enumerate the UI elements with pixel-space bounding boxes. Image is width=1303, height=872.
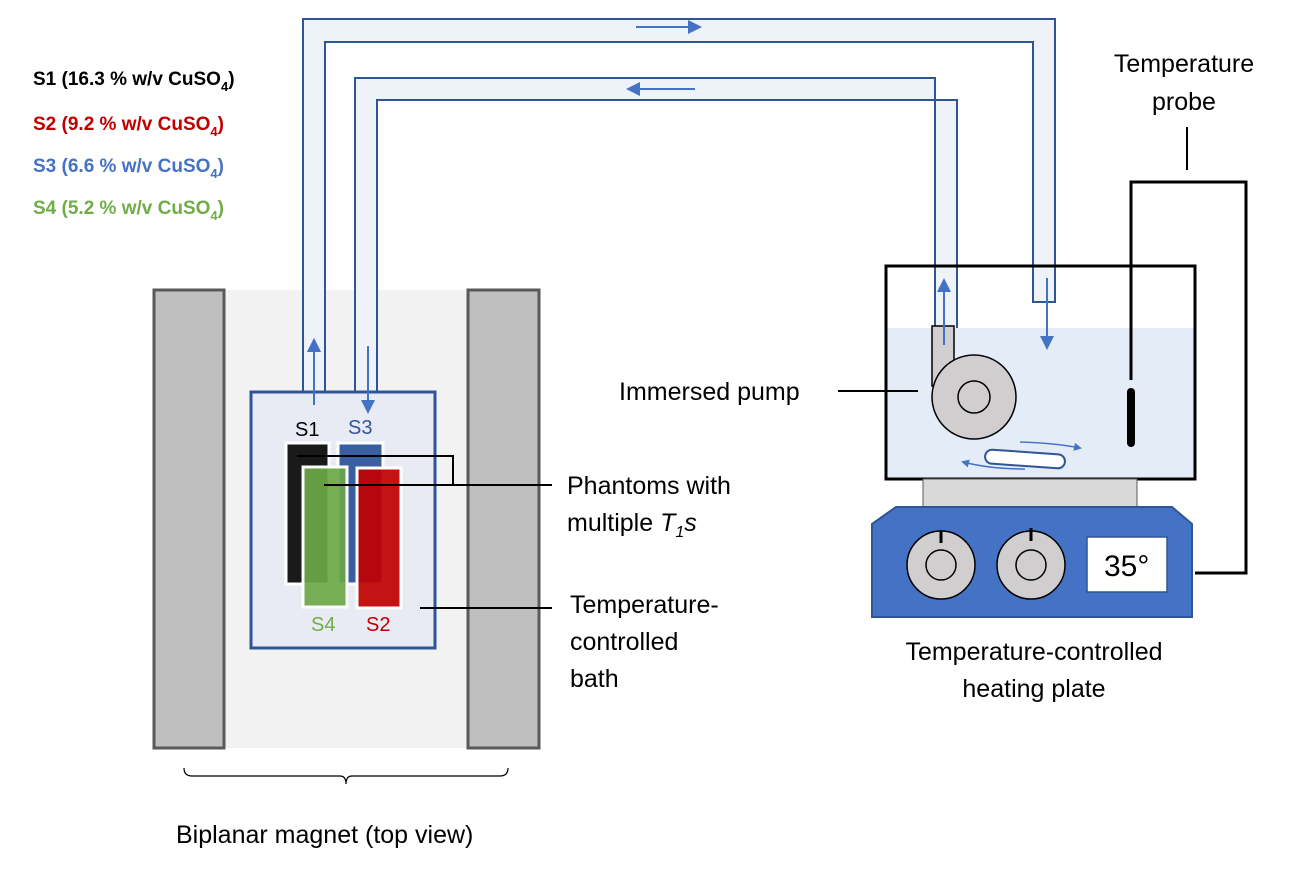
immersed-pump	[931, 354, 1017, 440]
phantom-label-s4: S4	[311, 614, 335, 636]
phantom-label-s1: S1	[295, 419, 319, 441]
stir-bar	[984, 448, 1066, 470]
plate-neck	[922, 478, 1138, 508]
magnet-pole-left	[152, 288, 226, 750]
bath-label-line2: controlled	[570, 628, 678, 656]
probe-cable	[1129, 180, 1248, 575]
stir-arrow-left-icon	[961, 459, 1026, 470]
magnet-label: Biplanar magnet (top view)	[176, 821, 473, 849]
knob-right[interactable]	[996, 530, 1066, 600]
legend-item-s1: S1 (16.3 % w/v CuSO4)	[33, 69, 235, 94]
phantoms-callout-line	[297, 455, 454, 486]
bath-label-line3: bath	[570, 665, 619, 693]
legend-item-s3: S3 (6.6 % w/v CuSO4)	[33, 156, 224, 181]
pump-impeller-icon	[957, 380, 991, 414]
probe-label-line1: Temperature	[1114, 50, 1254, 78]
phantom-s2	[355, 466, 403, 610]
magnet-pole-right	[466, 288, 541, 750]
legend-item-s4: S4 (5.2 % w/v CuSO4)	[33, 198, 224, 223]
phantom-label-s2: S2	[366, 614, 390, 636]
tubing-outer	[302, 18, 1056, 393]
pump-label: Immersed pump	[619, 378, 800, 406]
temperature-display	[1086, 536, 1168, 593]
stir-arrow-right-icon	[1019, 441, 1082, 451]
knob-left-center-icon	[925, 549, 957, 581]
phantoms-label-line2: multiple T1s	[567, 509, 697, 541]
knob-right-center-icon	[1015, 549, 1047, 581]
bath-label-line1: Temperature-	[570, 591, 719, 619]
phantom-label-s3: S3	[348, 417, 372, 439]
temperature-readout: 35°	[1104, 550, 1149, 583]
phantoms-label-line1: Phantoms with	[567, 472, 731, 500]
plate-label-line2: heating plate	[962, 675, 1105, 703]
magnet-brace	[183, 767, 509, 785]
probe-label-line2: probe	[1152, 88, 1216, 116]
legend-item-s2: S2 (9.2 % w/v CuSO4)	[33, 114, 224, 139]
legend: S1 (16.3 % w/v CuSO4) S2 (9.2 % w/v CuSO…	[33, 69, 235, 223]
phantom-s4	[301, 465, 349, 609]
plate-label-line1: Temperature-controlled	[905, 638, 1162, 666]
